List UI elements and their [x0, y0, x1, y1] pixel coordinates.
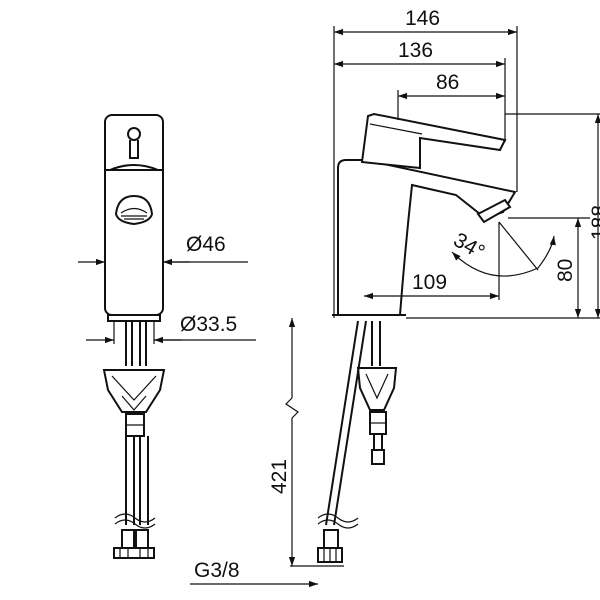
- bracket-side-ribs: [365, 373, 389, 400]
- fixing-bracket-side: [356, 367, 398, 411]
- dim-86-label: 86: [436, 71, 459, 94]
- tap-body-side: [337, 159, 517, 316]
- dim-421-label: 421: [268, 459, 291, 494]
- front-view: Ø46 Ø33.5: [78, 114, 256, 559]
- fixing-bracket: [102, 369, 166, 413]
- hose-side-b: [333, 320, 367, 526]
- angle-ray: [498, 221, 539, 271]
- dim-109-label: 109: [412, 271, 447, 294]
- angle-arc-a: [451, 251, 539, 277]
- angle-arc-b: [537, 235, 556, 269]
- diameter46-label: Ø46: [186, 233, 226, 256]
- angle-label: 34°: [450, 228, 489, 264]
- connector-side-neck: [323, 529, 339, 549]
- aerator-side: [476, 198, 512, 224]
- diameter335-label: Ø33.5: [180, 313, 237, 336]
- lever-knob: [127, 127, 141, 141]
- dim-136-label: 136: [398, 39, 433, 62]
- dim-421-break: [285, 397, 299, 419]
- lever-stem: [129, 140, 139, 159]
- connector-knurl: [119, 548, 149, 558]
- hose-side-a: [325, 320, 359, 526]
- break-lines-front: [114, 513, 156, 529]
- lever-side: [360, 112, 507, 170]
- break-lines-side: [317, 513, 359, 529]
- connector-nut: [113, 547, 155, 559]
- connector-side-knurl: [323, 548, 337, 562]
- dim-80-label: 80: [554, 259, 577, 282]
- lever-highlight: [369, 123, 423, 135]
- rod-end-side: [371, 449, 385, 465]
- connector-left-neck: [121, 529, 135, 549]
- aerator-outlet: [114, 194, 154, 226]
- thread-label: G3/8: [194, 559, 240, 582]
- dim-188-label: 188: [588, 205, 600, 240]
- lever-curve: [109, 164, 159, 171]
- aerator-mesh: [120, 207, 148, 220]
- dim-146-label: 146: [405, 7, 440, 30]
- base-ring: [107, 314, 161, 322]
- side-view: 146 136 86 80 188 109 34° 421 G3: [190, 7, 600, 588]
- bracket-ribs: [111, 375, 157, 411]
- connector-right-neck: [135, 529, 149, 549]
